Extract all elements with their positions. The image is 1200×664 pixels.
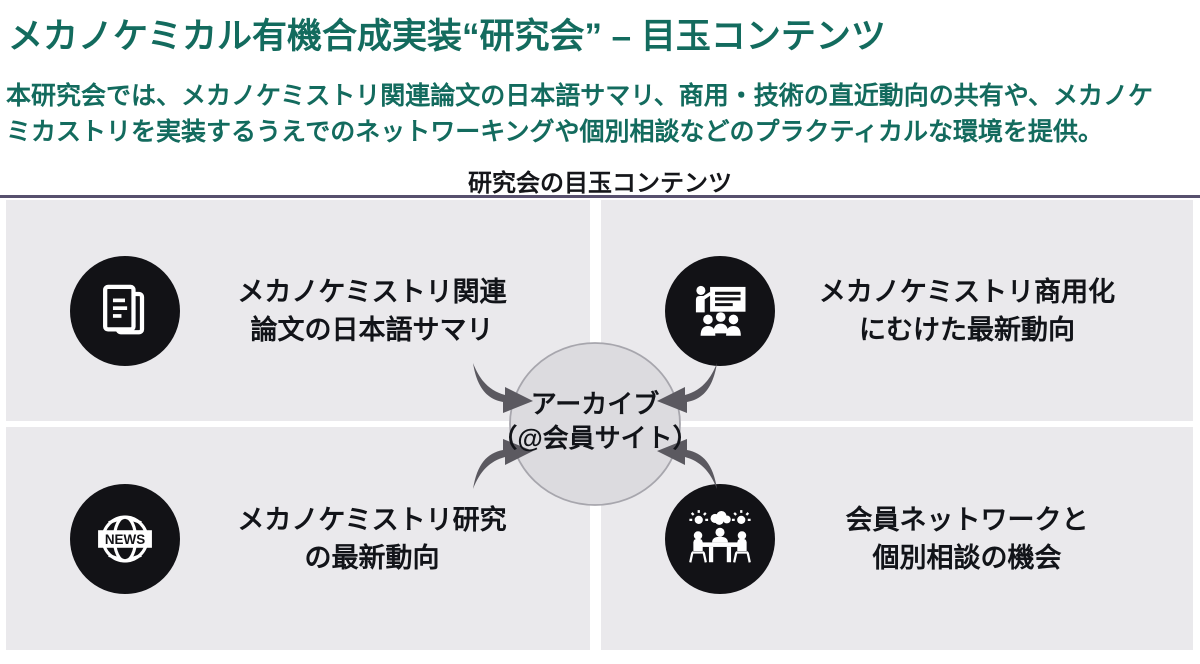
quadrant-label: メカノケミストリ関連 論文の日本語サマリ xyxy=(212,273,532,349)
intro-paragraph: 本研究会では、メカノケミストリ関連論文の日本語サマリ、商用・技術の直近動向の共有… xyxy=(6,82,1154,146)
presentation-icon-glyph xyxy=(695,285,746,336)
documents-icon xyxy=(70,255,180,366)
quadrant-label-line1: メカノケミストリ研究 xyxy=(237,504,507,535)
quadrant-research-news: NEWS メカノケミストリ研究 の最新動向 xyxy=(6,427,590,650)
quadrant-label-line1: 会員ネットワークと xyxy=(845,504,1089,535)
presentation-icon xyxy=(665,255,775,366)
quadrant-label-line1: メカノケミストリ商用化 xyxy=(818,276,1116,307)
quadrant-label-line2: の最新動向 xyxy=(304,542,440,573)
quadrant-networking: 会員ネットワークと 個別相談の機会 xyxy=(601,427,1193,650)
networking-icon-glyph xyxy=(689,509,751,563)
documents-icon-glyph xyxy=(103,284,145,334)
news-globe-icon-glyph: NEWS xyxy=(98,514,152,563)
quadrant-label: メカノケミストリ研究 の最新動向 xyxy=(212,501,532,577)
networking-icon xyxy=(665,483,775,594)
quadrant-label: 会員ネットワークと 個別相談の機会 xyxy=(807,501,1127,577)
section-header: 研究会の目玉コンテンツ xyxy=(468,170,732,197)
quadrant-label-line2: 論文の日本語サマリ xyxy=(250,314,494,345)
archive-label: アーカイブ （@会員サイト） xyxy=(445,387,745,455)
news-banner-text: NEWS xyxy=(105,532,145,547)
divider-line xyxy=(0,195,1200,198)
archive-label-line2: （@会員サイト） xyxy=(491,423,699,453)
quadrant-label: メカノケミストリ商用化 にむけた最新動向 xyxy=(807,273,1127,349)
page-title: メカノケミカル有機合成実装“研究会” – 目玉コンテンツ xyxy=(8,17,886,56)
quadrant-paper-summary: メカノケミストリ関連 論文の日本語サマリ xyxy=(6,200,590,421)
archive-label-line1: アーカイブ xyxy=(530,389,660,419)
news-globe-icon: NEWS xyxy=(70,483,180,594)
quadrant-label-line2: 個別相談の機会 xyxy=(872,542,1062,573)
quadrant-label-line2: にむけた最新動向 xyxy=(859,314,1075,345)
quadrant-label-line1: メカノケミストリ関連 xyxy=(237,276,507,307)
